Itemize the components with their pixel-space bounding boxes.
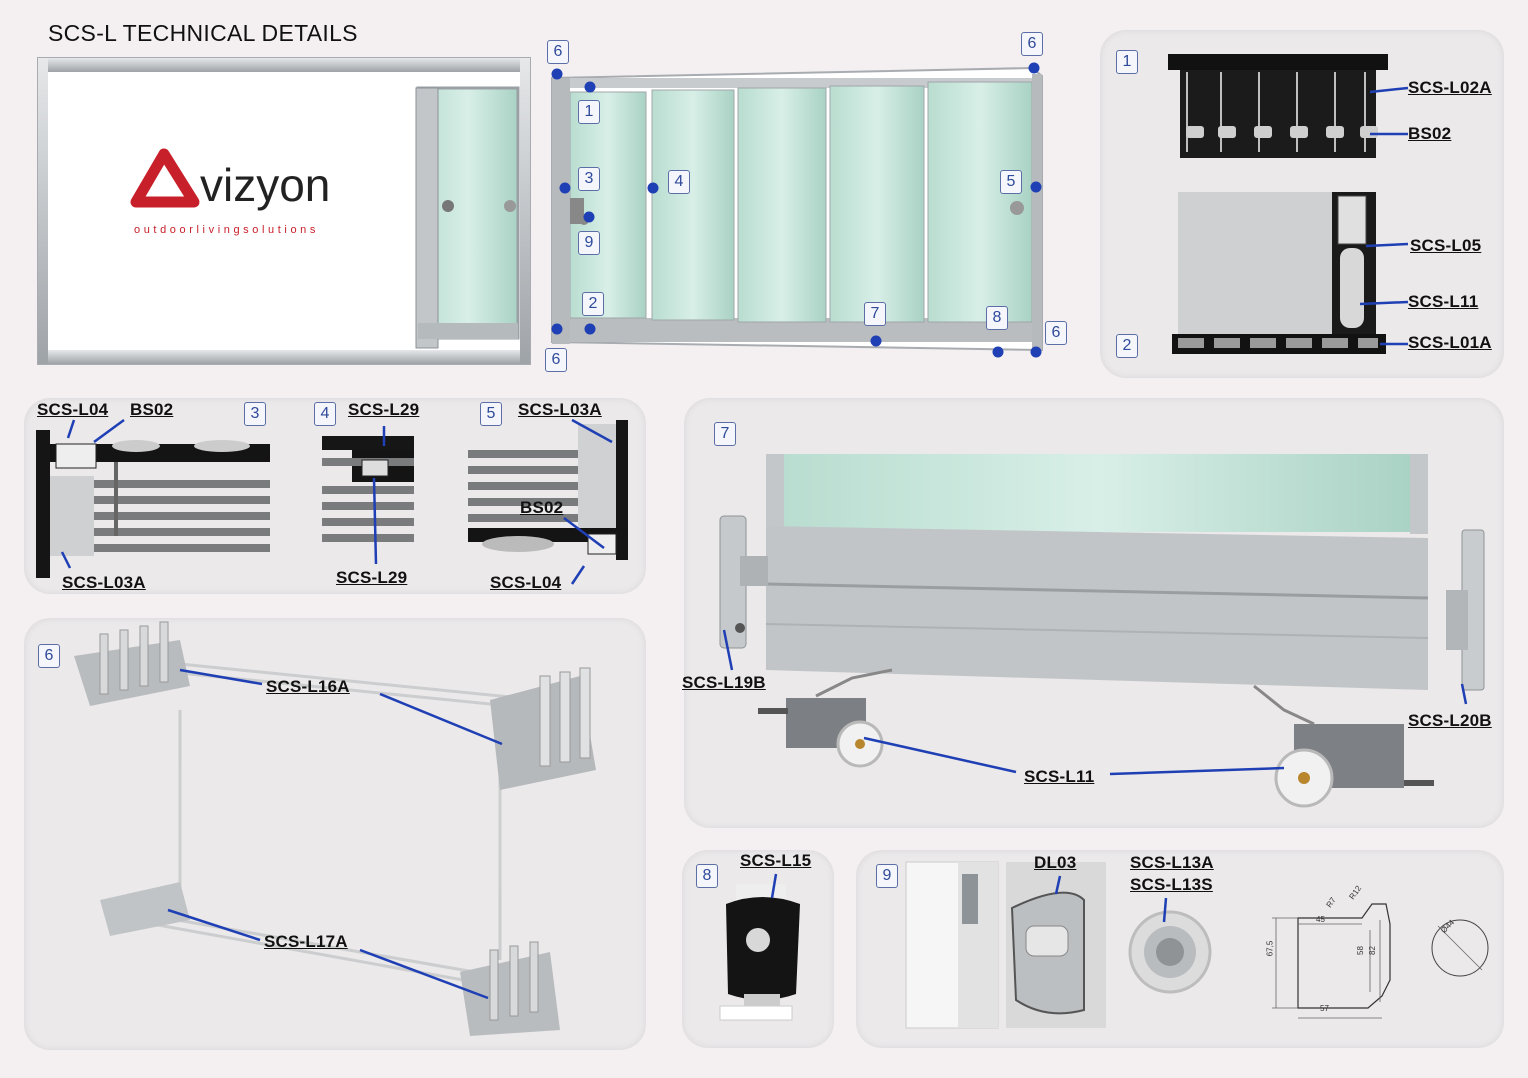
label-scs-l03a-p3: SCS-L03A bbox=[62, 573, 146, 592]
dot-6-br bbox=[1030, 346, 1042, 358]
dim-57: 57 bbox=[1320, 1004, 1329, 1013]
dot-2 bbox=[584, 323, 596, 335]
marker-1[interactable]: 1 bbox=[578, 100, 600, 124]
dot-5 bbox=[1030, 181, 1042, 193]
marker-6-bottom-left[interactable]: 6 bbox=[545, 348, 567, 372]
panel-3-4-5-leaders bbox=[60, 418, 613, 585]
panel-8-number: 8 bbox=[696, 864, 718, 888]
label-scs-l19b: SCS-L19B bbox=[682, 673, 766, 692]
label-scs-l03a-p5: SCS-L03A bbox=[518, 400, 602, 419]
panel-8-leader bbox=[770, 873, 778, 899]
overview-left-frame bbox=[37, 57, 531, 365]
marker-2[interactable]: 2 bbox=[582, 292, 604, 316]
detail-9-cutout-drawing bbox=[1272, 903, 1489, 1019]
label-bs02-p3: BS02 bbox=[130, 400, 174, 419]
dot-6-bl bbox=[551, 323, 563, 335]
right-frame-drawing bbox=[551, 66, 1043, 352]
dim-67-5: 67,5 bbox=[1265, 940, 1275, 957]
roller-bracket-right bbox=[1446, 529, 1485, 691]
label-scs-l04-p5: SCS-L04 bbox=[490, 573, 562, 592]
marker-5[interactable]: 5 bbox=[1000, 170, 1022, 194]
label-scs-l13s: SCS-L13S bbox=[1130, 875, 1213, 894]
label-dl03: DL03 bbox=[1034, 853, 1077, 872]
label-scs-l17a: SCS-L17A bbox=[264, 932, 348, 951]
panel-6-leaders bbox=[167, 668, 503, 1000]
roller-wheel-right bbox=[1253, 684, 1434, 808]
label-bs02-p1: BS02 bbox=[1408, 124, 1452, 143]
label-scs-l01a: SCS-L01A bbox=[1408, 333, 1492, 352]
panel-1-2-leaders bbox=[1359, 86, 1409, 346]
dim-58: 58 bbox=[1355, 946, 1365, 955]
dot-1 bbox=[584, 81, 596, 93]
label-scs-l11-p2: SCS-L11 bbox=[1408, 292, 1479, 311]
detail-5-drawing bbox=[468, 420, 628, 560]
detail-3-drawing bbox=[36, 430, 270, 578]
bottom-track-profile bbox=[1172, 192, 1386, 354]
detail-4-drawing bbox=[322, 436, 414, 542]
brand-tagline: outdoorlivingsolutions bbox=[134, 224, 319, 236]
marker-8[interactable]: 8 bbox=[986, 306, 1008, 330]
roller-wheel-left bbox=[758, 668, 893, 768]
label-scs-l20b: SCS-L20B bbox=[1408, 711, 1492, 730]
dim-45: 45 bbox=[1316, 915, 1325, 924]
label-scs-l29-bottom: SCS-L29 bbox=[336, 568, 408, 587]
brand-name: vizyon bbox=[200, 159, 331, 211]
marker-6-top-right[interactable]: 6 bbox=[1021, 32, 1043, 56]
label-scs-l05: SCS-L05 bbox=[1410, 236, 1482, 255]
roller-bracket-left bbox=[719, 515, 768, 649]
detail-9-handle bbox=[905, 861, 1106, 1029]
dot-6-tr bbox=[1028, 62, 1040, 74]
label-bs02-p5: BS02 bbox=[520, 498, 564, 517]
detail-6-drawing bbox=[74, 621, 596, 1036]
label-scs-l11-p7: SCS-L11 bbox=[1024, 767, 1095, 786]
panel-6-number: 6 bbox=[38, 644, 60, 668]
detail-9-knob bbox=[1128, 910, 1212, 994]
marker-7[interactable]: 7 bbox=[864, 302, 886, 326]
dot-9 bbox=[583, 211, 595, 223]
panel-3-number: 3 bbox=[244, 402, 266, 426]
marker-6-top-left[interactable]: 6 bbox=[547, 40, 569, 64]
dot-4 bbox=[647, 182, 659, 194]
marker-3[interactable]: 3 bbox=[578, 167, 600, 191]
overview-right-frame bbox=[551, 66, 1043, 358]
panel-7-leaders bbox=[722, 629, 1468, 776]
dot-7 bbox=[870, 335, 882, 347]
detail-7-sash bbox=[765, 454, 1429, 690]
panel-2-number: 2 bbox=[1116, 334, 1138, 358]
top-track-profile bbox=[1168, 54, 1388, 158]
panel-9-number: 9 bbox=[876, 864, 898, 888]
brand-logo: vizyon outdoorlivingsolutions bbox=[130, 148, 362, 240]
label-scs-l16a: SCS-L16A bbox=[266, 677, 350, 696]
marker-6-bottom-right[interactable]: 6 bbox=[1045, 321, 1067, 345]
panel-5-number: 5 bbox=[480, 402, 502, 426]
label-scs-l02a: SCS-L02A bbox=[1408, 78, 1492, 97]
label-scs-l29-top: SCS-L29 bbox=[348, 400, 420, 419]
panel-9-leaders bbox=[1054, 875, 1168, 923]
panel-7-number: 7 bbox=[714, 422, 736, 446]
vizyon-triangle-icon bbox=[130, 148, 200, 208]
panel-4-number: 4 bbox=[314, 402, 336, 426]
marker-4[interactable]: 4 bbox=[668, 170, 690, 194]
label-scs-l04-p3: SCS-L04 bbox=[37, 400, 109, 419]
label-scs-l15: SCS-L15 bbox=[740, 851, 812, 870]
panel-1-number: 1 bbox=[1116, 50, 1138, 74]
dot-3 bbox=[559, 182, 571, 194]
dot-6-tl bbox=[551, 68, 563, 80]
page-title: SCS-L TECHNICAL DETAILS bbox=[48, 20, 358, 46]
dot-8 bbox=[992, 346, 1004, 358]
marker-9[interactable]: 9 bbox=[578, 231, 600, 255]
label-scs-l13a: SCS-L13A bbox=[1130, 853, 1214, 872]
dim-82: 82 bbox=[1367, 946, 1377, 955]
left-frame-drawing bbox=[37, 57, 531, 365]
